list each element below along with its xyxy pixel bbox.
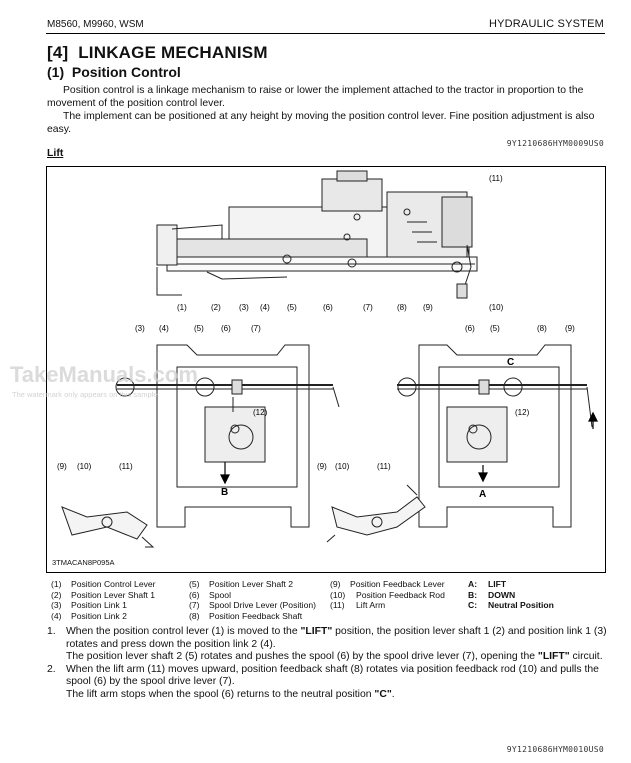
watermark-logo: TakeManuals.com: [10, 362, 198, 387]
legend-col-4: A:LIFT B:DOWN C:Neutral Position: [468, 579, 554, 611]
callout-6-top: (6): [323, 303, 333, 312]
callout-7-left: (7): [251, 324, 261, 333]
callout-7-top: (7): [363, 303, 373, 312]
header-model: M8560, M9960, WSM: [47, 19, 144, 30]
legend-item: (4)Position Link 2: [51, 610, 127, 621]
legend-item: (7)Spool Drive Lever (Position): [189, 600, 316, 611]
callout-9-top: (9): [423, 303, 433, 312]
callout-10-right: (10): [335, 462, 350, 471]
hydraulic-diagram: (11) (1) (2) (3) (4) (5) (6) (7) (8) (9)…: [57, 170, 598, 548]
legend-item: (6)Spool: [189, 589, 231, 600]
callout-9-right-top: (9): [565, 324, 575, 333]
intro-doc-code: 9Y1210686HYM0009US0: [506, 139, 604, 148]
legend-item: (9)Position Feedback Lever: [330, 579, 445, 589]
step-1: 1. When the position control lever (1) i…: [47, 626, 607, 663]
header-rule: [46, 33, 605, 34]
callout-3-top: (3): [239, 303, 249, 312]
legend-item: (5)Position Lever Shaft 2: [189, 579, 294, 589]
callout-10-left: (10): [77, 462, 92, 471]
legend-item: (1)Position Control Lever: [51, 579, 156, 589]
top-valve-assembly: [156, 170, 478, 299]
legend-col-3: (9)Position Feedback Lever (10)Position …: [330, 579, 445, 611]
callout-11-top: (11): [489, 174, 503, 183]
left-chassis-view: [61, 344, 340, 548]
letter-a: A: [479, 489, 486, 500]
legend-item: B:DOWN: [468, 589, 516, 600]
callout-6-right: (6): [465, 324, 475, 333]
callout-10-top: (10): [489, 303, 504, 312]
right-chassis-view: [326, 344, 593, 543]
callout-11-left: (11): [119, 462, 133, 471]
callout-5-top: (5): [287, 303, 297, 312]
subsection-title: (1) Position Control: [47, 64, 181, 80]
callout-11-right: (11): [377, 462, 391, 471]
legend-item: (10)Position Feedback Rod: [330, 589, 445, 600]
callout-1-top: (1): [177, 303, 187, 312]
callout-4-top: (4): [260, 303, 270, 312]
callout-5-left: (5): [194, 324, 204, 333]
lift-figure: (11) (1) (2) (3) (4) (5) (6) (7) (8) (9)…: [46, 166, 606, 573]
callout-9-left: (9): [57, 462, 67, 471]
step-2: 2. When the lift arm (11) moves upward, …: [47, 663, 599, 700]
procedure-steps: 1. When the position control lever (1) i…: [47, 626, 607, 702]
callout-8-right: (8): [537, 324, 547, 333]
intro-paragraph-2: The implement can be positioned at any h…: [47, 111, 595, 135]
header-section: HYDRAULIC SYSTEM: [488, 18, 604, 30]
legend-item: (11)Lift Arm: [330, 600, 386, 611]
letter-c: C: [507, 357, 514, 368]
legend-item: C:Neutral Position: [468, 600, 554, 611]
callout-9-right: (9): [317, 462, 327, 471]
callout-5-right: (5): [490, 324, 500, 333]
legend-item: (3)Position Link 1: [51, 600, 127, 611]
callout-2-top: (2): [211, 303, 221, 312]
section-title: [4] LINKAGE MECHANISM: [47, 43, 268, 62]
legend-item: A:LIFT: [468, 579, 507, 589]
legend-item: (8)Position Feedback Shaft: [189, 610, 303, 621]
watermark-caption: The watermark only appears on this sampl…: [12, 390, 158, 399]
callout-6-left: (6): [221, 324, 231, 333]
callout-12-left: (12): [253, 408, 268, 417]
lift-label: Lift: [47, 147, 64, 159]
letter-b: B: [221, 487, 228, 498]
legend-col-2: (5)Position Lever Shaft 2 (6)Spool (7)Sp…: [189, 579, 316, 621]
callout-12-right: (12): [515, 408, 530, 417]
callout-3-left: (3): [135, 324, 145, 333]
intro-paragraph-1: Position control is a linkage mechanism …: [47, 85, 584, 109]
footer-doc-code: 9Y1210686HYM0010US0: [506, 745, 604, 754]
legend-item: (2)Position Lever Shaft 1: [51, 589, 156, 600]
callout-8-top: (8): [397, 303, 407, 312]
callout-4-left: (4): [159, 324, 169, 333]
legend-col-1: (1)Position Control Lever (2)Position Le…: [51, 579, 156, 621]
figure-code: 3TMACAN8P095A: [52, 558, 115, 567]
